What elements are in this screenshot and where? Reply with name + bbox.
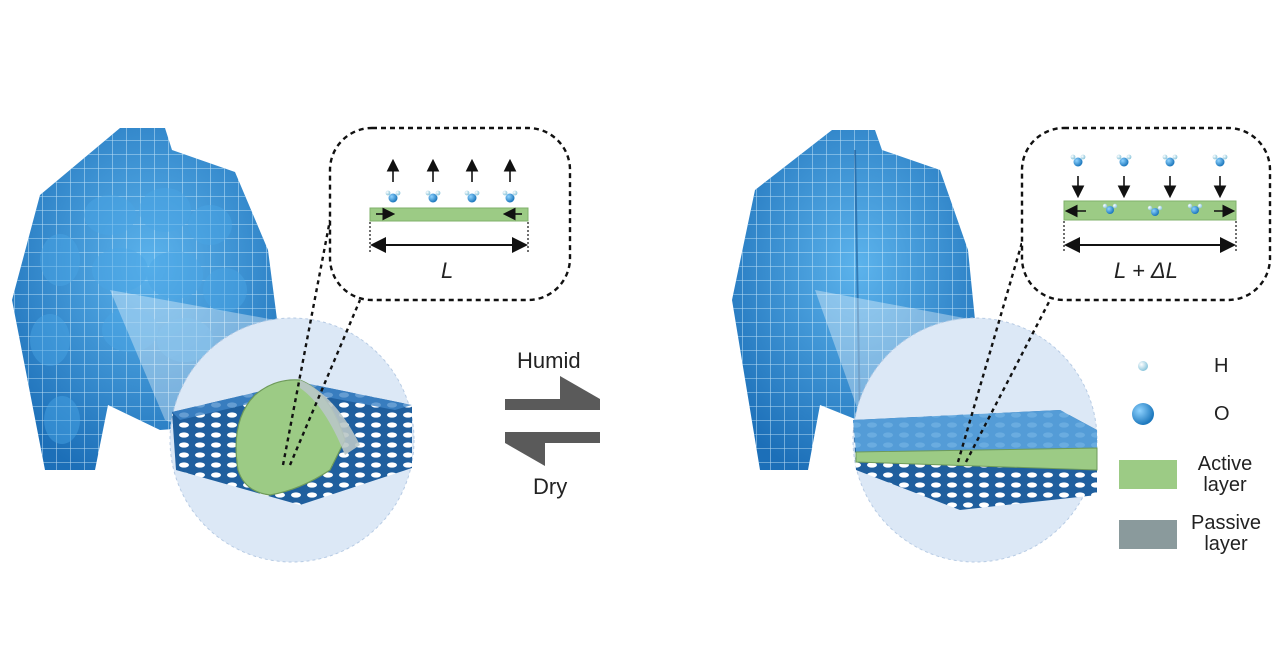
legend-active-label: Active layer: [1197, 453, 1253, 496]
humid-expanded-strip: [1063, 200, 1237, 221]
dry-state-panel: [12, 126, 572, 563]
reversible-transition-arrows: [505, 376, 600, 466]
dry-water-molecules: [385, 190, 518, 203]
legend-active-swatch: [1119, 460, 1177, 489]
legend-hydrogen-label: H: [1214, 355, 1229, 377]
humid-down-arrows: [1071, 176, 1227, 199]
humid-length-label: L + ΔL: [1114, 258, 1178, 283]
dry-length-label: L: [441, 258, 454, 283]
absorbed-water-molecules: [1102, 203, 1203, 216]
humid-water-molecules: [1070, 154, 1228, 167]
dry-up-arrows: [386, 158, 517, 182]
dry-active-strip: [369, 207, 529, 222]
dry-fabric-cross-section: [172, 379, 412, 505]
humid-transition-label: Humid: [517, 348, 581, 373]
legend-oxygen-label: O: [1214, 403, 1230, 425]
legend-passive-label: Passive layer: [1190, 512, 1262, 555]
legend-passive-swatch: [1119, 520, 1177, 549]
humid-state-panel: [732, 126, 1272, 563]
dry-transition-label: Dry: [533, 474, 568, 499]
legend-hydrogen-symbol: [1138, 361, 1148, 371]
humid-fabric-cross-section: [853, 410, 1098, 510]
dry-passive-flap: [300, 380, 360, 455]
humid-flat-active-layer: [855, 447, 1098, 471]
legend-oxygen-symbol: [1132, 403, 1154, 425]
legend: [1119, 361, 1177, 549]
